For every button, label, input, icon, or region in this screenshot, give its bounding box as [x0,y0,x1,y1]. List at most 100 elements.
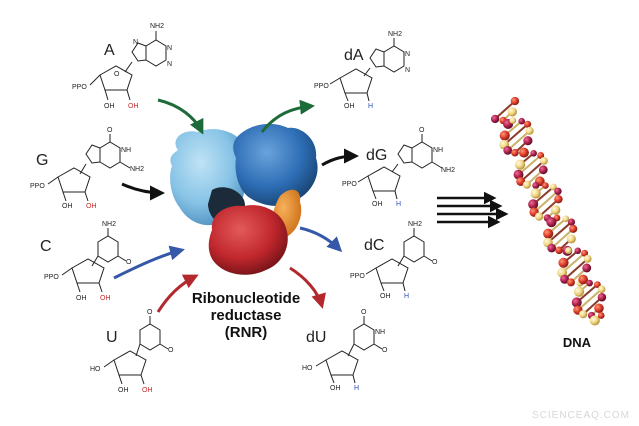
c-o-label: O [126,259,132,266]
c-oh-label: OH [76,295,87,302]
dna-backbone-atom [560,274,570,284]
dna-backbone-atom [543,228,554,239]
du-o-label-1: O [361,309,367,316]
g-oh-label: OH [62,203,73,210]
u-oh-label: OH [118,387,129,394]
dg-nh-label: NH [433,147,443,154]
dna-backbone-atom [530,188,541,199]
substrate-c-letter: C [40,238,52,255]
dna-backbone-atom [582,263,592,273]
dna-base-pair-rung [520,160,545,183]
dna-backbone-atom [554,187,562,196]
arrow-a-to-rnr [157,98,204,135]
arrow-rnr-to-dc [299,226,343,253]
dg-h-blue-label: H [396,201,401,208]
dna-base-pair-rung [563,258,589,281]
dna-backbone-atom [530,149,537,157]
dna-backbone-atom [550,183,557,191]
dna-base-pair-rung [561,252,586,274]
a-n-label-2: N [167,61,172,68]
u-2oh-red-label: OH [142,387,153,394]
dg-o-label: O [419,127,425,134]
dna-base-pair-rung [577,288,603,311]
dna-backbone-atom [509,117,517,124]
dna-backbone-atom [522,180,531,189]
dna-backbone-atom [597,293,607,302]
du-h-blue-label: H [354,385,359,392]
product-da-molecule: dA NH2 N N PPO OH H [314,31,410,110]
dna-backbone-atom [597,312,605,319]
enzyme-label-line2: reductase [211,307,282,324]
product-dc-molecule: dC NH2 O PPO OH H [350,221,438,300]
da-h-blue-label: H [368,103,373,110]
dc-o-label: O [432,259,438,266]
substrate-a-molecule: A NH2 N N N O PPO OH OH [72,23,172,110]
protein-blue-subunit [233,123,318,206]
dna-base-pair-rung [494,100,516,120]
dna-backbone-atom [593,281,601,289]
dna-backbone-atom [550,205,561,215]
substrate-u-letter: U [106,329,118,346]
dna-backbone-atom [583,254,592,263]
dna-backbone-atom [540,157,548,165]
du-nh-label: NH [375,329,385,336]
arrow-g-to-rnr [121,182,165,201]
arrow-u-to-rnr [156,274,199,313]
da-n-label-1: N [405,51,410,58]
enzyme-label-line1: Ribonucleotide [192,290,300,307]
product-du-molecule: dU O NH O HO OH H [302,309,388,392]
dna-backbone-atom [547,243,557,253]
dna-base-pair-rung [538,198,560,218]
dna-backbone-atom [573,286,585,297]
dna-backbone-atom [594,303,604,314]
a-n-label-1: N [167,45,172,52]
watermark-text: SCIENCEAQ.COM [532,410,630,421]
dna-backbone-atom [554,194,563,204]
dna-backbone-atom [567,218,576,226]
du-ho-label: HO [302,365,313,372]
a-oh-label: OH [104,103,115,110]
dna-backbone-atom [538,165,548,175]
g-nh-label: NH [121,147,131,154]
dna-backbone-atom [546,217,557,228]
arrow-c-to-rnr [113,245,185,280]
da-n-label-2: N [405,67,410,74]
dna-backbone-atom [567,278,575,287]
u-o-label-2: O [168,347,174,354]
du-oh-label: OH [330,385,341,392]
dna-backbone-atom [518,117,525,125]
dna-backbone-atom [507,107,517,117]
c-2oh-red-label: OH [100,295,111,302]
dc-ppo-label: PPO [350,273,365,280]
a-2oh-red-label: OH [128,103,139,110]
dna-backbone-atom [523,136,533,146]
a-n-label-3: N [133,39,138,46]
da-oh-label: OH [344,103,355,110]
da-nh2-label: NH2 [388,31,402,38]
dna-backbone-atom [558,257,569,268]
substrate-c-molecule: C NH2 O PPO OH OH [40,221,132,302]
a-ppo-label: PPO [72,84,87,91]
dg-ppo-label: PPO [342,181,357,188]
substrate-g-letter: G [36,152,48,169]
arrow-rnr-to-da [260,99,315,133]
g-ppo-label: PPO [30,183,45,190]
dna-backbone-atom [589,315,600,326]
dna-backbone-atom [537,151,545,159]
dna-backbone-atom [571,297,582,308]
product-dg-molecule: dG O NH NH2 PPO OH H [342,127,455,208]
dna-backbone-atom [490,114,500,124]
dna-backbone-atom [516,176,526,186]
g-2oh-red-label: OH [86,203,97,210]
da-ppo-label: PPO [314,83,329,90]
g-o-label: O [107,127,113,134]
dna-label: DNA [563,335,592,350]
dna-backbone-atom [597,285,606,293]
arrow-rnr-to-dg [321,148,359,167]
u-ho-label: HO [90,366,101,373]
dna-backbone-atom [534,212,544,221]
dg-oh-label: OH [372,201,383,208]
dna-backbone-atom [525,126,534,135]
